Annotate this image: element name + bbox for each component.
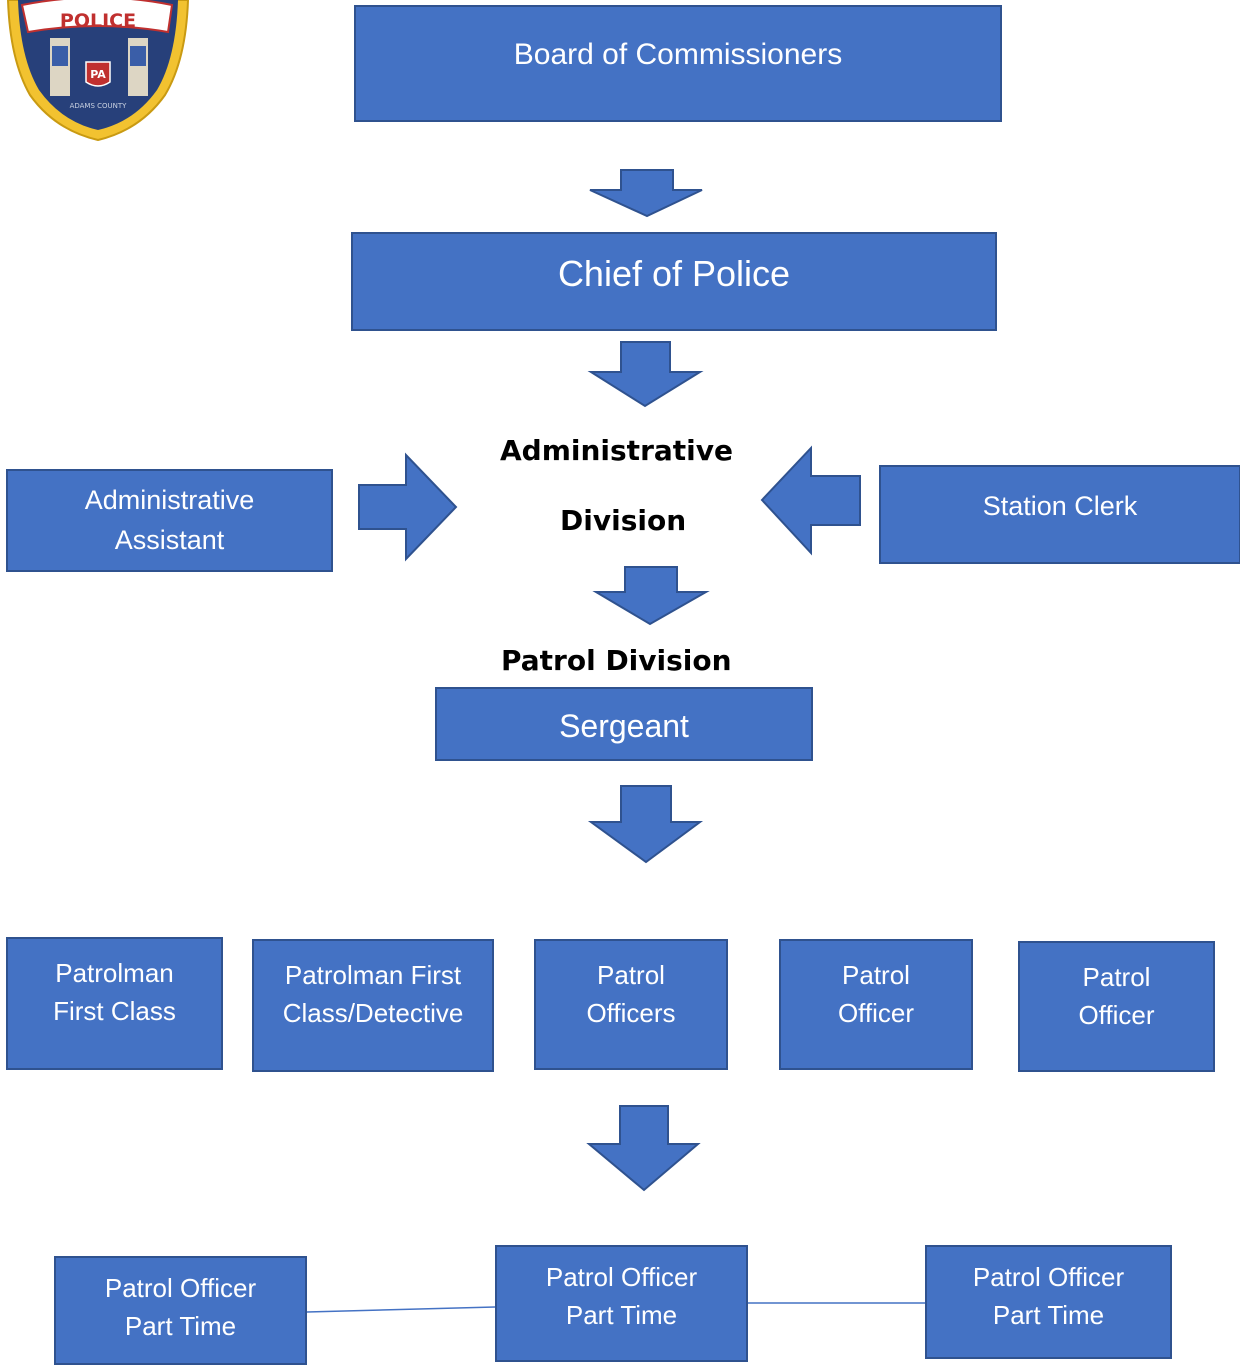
- part-time-label-line2: Part Time: [124, 1310, 237, 1341]
- right-arrow-assistant: [358, 452, 458, 562]
- officer-label-line1: Patrol: [597, 960, 665, 990]
- part-time-label-line2: Part Time: [992, 1299, 1105, 1330]
- officer-label-line1: Patrolman: [55, 958, 174, 988]
- officer-label-line2: Officer: [837, 997, 915, 1028]
- officer-box-patrol-officers: Patrol Officers: [534, 939, 728, 1070]
- part-time-officer-box-right: Patrol Officer Part Time: [925, 1245, 1172, 1359]
- police-badge-icon: POLICE PA ADAMS COUNTY: [6, 0, 190, 142]
- officer-label-line2: Officers: [586, 997, 676, 1028]
- officer-box-patrol-officer-2: Patrol Officer: [1018, 941, 1215, 1072]
- connector-line-left: [306, 1306, 496, 1313]
- board-of-commissioners-box: Board of Commissioners: [354, 5, 1002, 122]
- part-time-officer-box-left: Patrol Officer Part Time: [54, 1256, 307, 1365]
- assistant-label-line2: Assistant: [114, 524, 225, 555]
- down-arrow-officers-parttime: [586, 1105, 701, 1192]
- chief-label: Chief of Police: [557, 253, 791, 294]
- part-time-label-line2: Part Time: [565, 1299, 678, 1330]
- down-arrow-sergeant-officers: [587, 785, 704, 864]
- officer-label-line1: Patrol: [1082, 962, 1151, 992]
- board-label: Board of Commissioners: [513, 38, 843, 71]
- officer-label-line1: Patrolman First: [284, 960, 462, 990]
- administrative-assistant-box: Administrative Assistant: [6, 469, 333, 572]
- logo-county: ADAMS COUNTY: [70, 102, 128, 110]
- down-arrow-chief-admin: [587, 341, 704, 408]
- part-time-label-line1: Patrol Officer: [545, 1262, 698, 1292]
- chief-of-police-box: Chief of Police: [351, 232, 997, 331]
- station-clerk-box: Station Clerk: [879, 465, 1240, 564]
- logo-text: POLICE: [60, 10, 136, 32]
- officer-box-patrolman-first-class: Patrolman First Class: [6, 937, 223, 1070]
- officer-label-line2: Officer: [1078, 999, 1155, 1030]
- part-time-label-line1: Patrol Officer: [972, 1262, 1125, 1292]
- down-arrow-board-chief: [589, 169, 703, 218]
- down-arrow-admin-patrol: [592, 566, 710, 626]
- logo-state: PA: [90, 68, 106, 81]
- assistant-label-line1: Administrative: [84, 485, 255, 516]
- sergeant-label: Sergeant: [559, 708, 689, 744]
- admin-division-heading-line1: Administrative: [500, 434, 733, 467]
- part-time-officer-box-center: Patrol Officer Part Time: [495, 1245, 748, 1362]
- patrol-division-heading: Patrol Division: [501, 644, 732, 677]
- station-clerk-label: Station Clerk: [982, 491, 1138, 521]
- admin-division-heading-line2: Division: [560, 504, 687, 537]
- part-time-label-line1: Patrol Officer: [104, 1273, 257, 1303]
- officer-box-detective: Patrolman First Class/Detective: [252, 939, 494, 1072]
- left-arrow-clerk: [760, 445, 861, 556]
- sergeant-box: Sergeant: [435, 687, 813, 761]
- officer-label-line1: Patrol: [842, 960, 910, 990]
- officer-box-patrol-officer-1: Patrol Officer: [779, 939, 973, 1070]
- officer-label-line2: First Class: [53, 995, 176, 1026]
- officer-label-line2: Class/Detective: [282, 997, 464, 1028]
